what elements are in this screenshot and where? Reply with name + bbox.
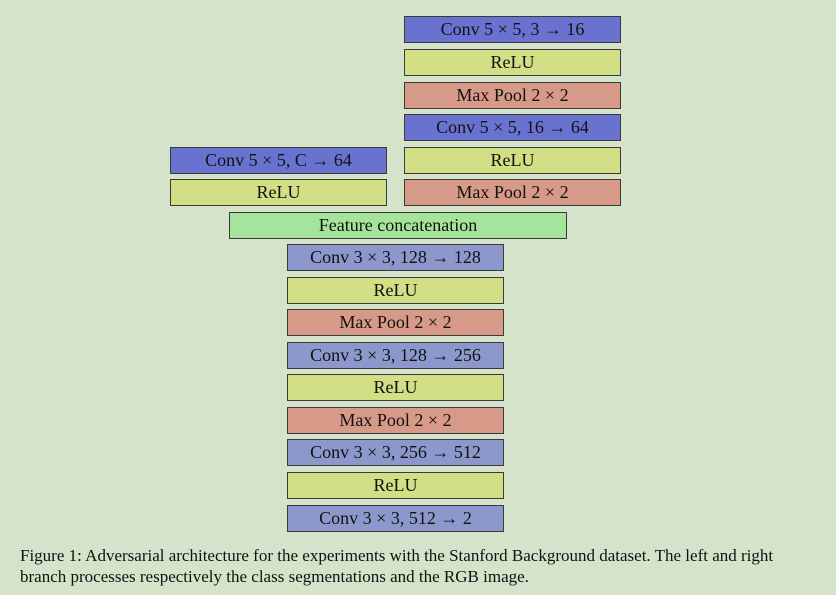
right-conv2-block: Conv 5 × 5, 16 → 64 xyxy=(404,114,621,141)
trunk-relu3-block: ReLU xyxy=(287,472,504,499)
trunk-conv1-block: Conv 3 × 3, 128 → 128 xyxy=(287,244,504,271)
left-conv1-block: Conv 5 × 5, C → 64 xyxy=(170,147,387,174)
trunk-relu2-block: ReLU xyxy=(287,374,504,401)
trunk-conv4-block: Conv 3 × 3, 512 → 2 xyxy=(287,505,504,532)
right-relu1-block: ReLU xyxy=(404,49,621,76)
left-conv1-label: Conv 5 × 5, C → 64 xyxy=(205,150,352,170)
left-relu1-block: ReLU xyxy=(170,179,387,206)
trunk-conv2-block: Conv 3 × 3, 128 → 256 xyxy=(287,342,504,369)
architecture-diagram: Conv 5 × 5, 3 → 16 ReLU Max Pool 2 × 2 C… xyxy=(170,16,621,532)
trunk-conv3-block: Conv 3 × 3, 256 → 512 xyxy=(287,439,504,466)
right-relu2-block: ReLU xyxy=(404,147,621,174)
right-pool1-block: Max Pool 2 × 2 xyxy=(404,82,621,109)
feature-concat-block: Feature concatenation xyxy=(229,212,567,239)
figure-caption: Figure 1: Adversarial architecture for t… xyxy=(20,546,774,586)
trunk-relu1-block: ReLU xyxy=(287,277,504,304)
right-conv1-block: Conv 5 × 5, 3 → 16 xyxy=(404,16,621,43)
right-pool2-block: Max Pool 2 × 2 xyxy=(404,179,621,206)
trunk-pool1-block: Max Pool 2 × 2 xyxy=(287,309,504,336)
trunk-pool2-block: Max Pool 2 × 2 xyxy=(287,407,504,434)
